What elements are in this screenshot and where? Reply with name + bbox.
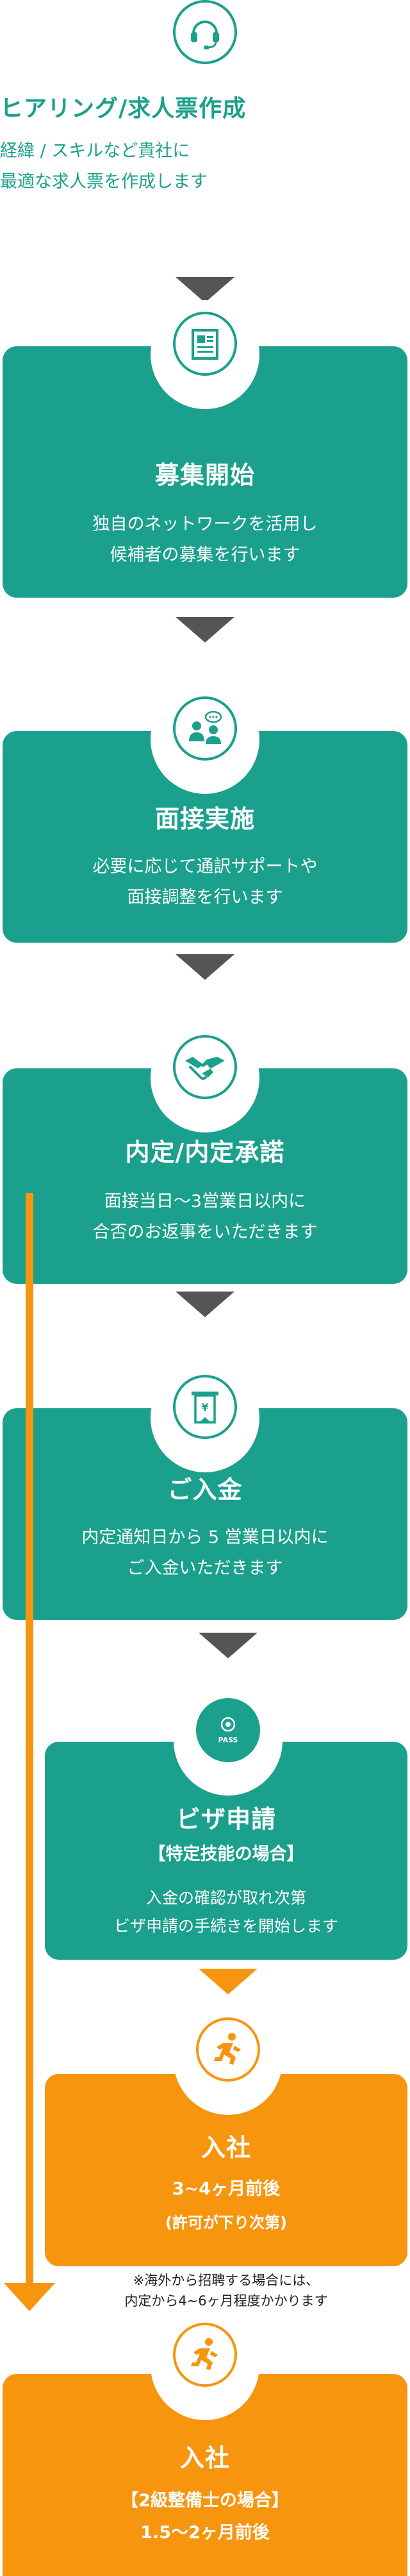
step-hearing-desc-2: 最適な求人票を作成します xyxy=(0,172,208,192)
step-offer-desc-2: 合否のお返事をいただきます xyxy=(92,1222,318,1242)
overseas-note-line-1: ※海外から招聘する場合には、 xyxy=(133,2273,320,2288)
interview-icon xyxy=(173,696,237,761)
overseas-note-line-2: 内定から4~6ヶ月程度かかります xyxy=(124,2293,328,2309)
step-payment-icon-circle: ¥ xyxy=(151,1363,259,1472)
step-hearing-desc-1: 経緯 / スキルなど貴社に xyxy=(0,141,190,161)
handshake-icon xyxy=(173,1035,237,1099)
passport-icon: PASS xyxy=(196,1698,260,1762)
step-joining-overseas-desc-1: 3~4ヶ月前後 xyxy=(172,2179,281,2199)
document-icon xyxy=(173,312,237,376)
step-interview-title: 面接実施 xyxy=(154,805,255,833)
step-offer-icon-circle xyxy=(151,1023,259,1132)
step-joining-mechanic-icon-circle xyxy=(151,2311,259,2420)
step-visa-desc-1: 入金の確認が取れ次第 xyxy=(145,1889,306,1907)
step-interview-desc-2: 面接調整を行います xyxy=(127,888,283,907)
headset-icon xyxy=(173,0,237,64)
step-joining-mechanic-subtitle: 【2級整備士の場合】 xyxy=(121,2491,289,2511)
payment-icon: ¥ xyxy=(173,1375,237,1439)
step-recruitment: 募集開始 独自のネットワークを活用し 候補者の募集を行います xyxy=(3,346,407,598)
flow-arrow xyxy=(176,277,234,303)
step-joining-overseas-icon-circle xyxy=(174,2006,283,2115)
step-hearing-title: ヒアリング/求人票作成 xyxy=(0,96,247,122)
step-joining-mechanic-desc: 1.5〜2ヶ月前後 xyxy=(140,2523,270,2543)
step-visa-subtitle: 【特定技能の場合】 xyxy=(148,1844,304,1864)
step-recruitment-icon-circle xyxy=(151,300,259,409)
step-joining-overseas-title: 入社 xyxy=(201,2134,251,2162)
flow-arrow xyxy=(176,954,234,980)
step-interview-desc-1: 必要に応じて通訳サポートや xyxy=(92,857,318,877)
step-visa-desc-2: ビザ申請の手続きを開始します xyxy=(113,1917,338,1935)
flow-arrow xyxy=(199,1969,258,1994)
flow-arrow xyxy=(176,617,234,643)
step-visa-icon-circle: PASS xyxy=(174,1687,283,1796)
step-offer-title: 内定/内定承諾 xyxy=(125,1138,285,1166)
step-visa-title: ビザ申請 xyxy=(176,1805,276,1833)
svg-text:¥: ¥ xyxy=(201,1401,208,1413)
step-joining-overseas-desc-2: (許可が下り次第) xyxy=(165,2214,287,2232)
overseas-note: ※海外から招聘する場合には、 内定から4~6ヶ月程度かかります xyxy=(45,2270,407,2311)
flow-arrow xyxy=(176,1292,234,1317)
running-person-icon xyxy=(173,2323,237,2387)
step-joining-mechanic-title: 入社 xyxy=(179,2444,230,2472)
step-interview-icon-circle xyxy=(151,685,259,794)
step-recruitment-desc-2: 候補者の募集を行います xyxy=(110,545,300,565)
long-route-arrow-line xyxy=(26,1193,33,2291)
step-payment-desc-1: 内定通知日から 5 営業日以内に xyxy=(81,1528,329,1547)
long-route-arrow-head xyxy=(4,2283,55,2311)
passport-label: PASS xyxy=(218,1736,238,1744)
flow-arrow xyxy=(199,1633,258,1658)
step-recruitment-title: 募集開始 xyxy=(154,461,255,489)
step-payment-title: ご入金 xyxy=(167,1476,243,1504)
step-recruitment-desc-1: 独自のネットワークを活用し xyxy=(92,514,318,534)
running-person-icon xyxy=(196,2017,260,2082)
step-offer-desc-1: 面接当日〜3営業日以内に xyxy=(104,1191,306,1211)
step-payment-desc-2: ご入金いただきます xyxy=(127,1558,283,1578)
